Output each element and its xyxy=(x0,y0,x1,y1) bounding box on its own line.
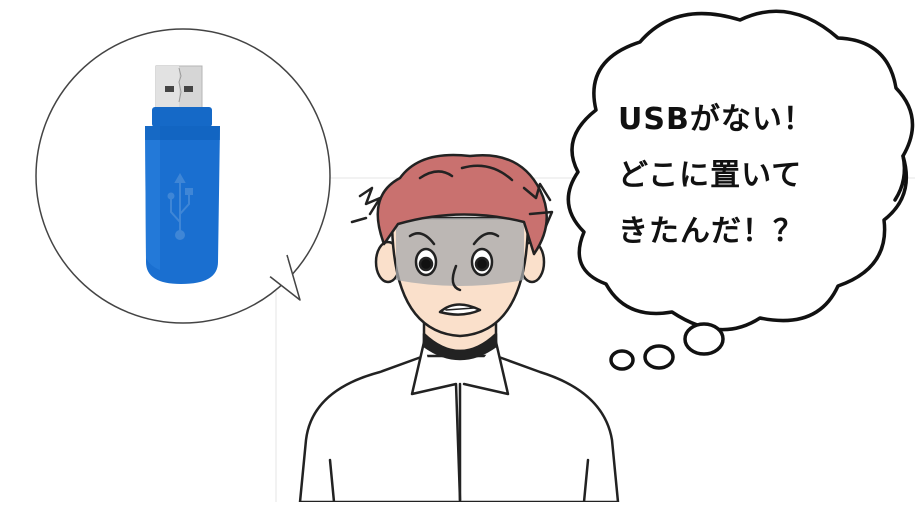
thought-text: USBがない！ どこに置いて きたんだ！？ xyxy=(618,92,878,260)
thought-circles xyxy=(609,322,725,371)
usb-flash-drive-icon xyxy=(145,65,220,284)
thought-bubble xyxy=(566,9,915,332)
worried-man-illustration xyxy=(298,153,620,504)
usb-symbol-icon xyxy=(167,172,193,240)
thought-line-2: どこに置いて xyxy=(618,158,803,193)
thought-line-3: きたんだ！？ xyxy=(618,214,804,249)
thought-line-1: USBがない！ xyxy=(618,102,814,137)
